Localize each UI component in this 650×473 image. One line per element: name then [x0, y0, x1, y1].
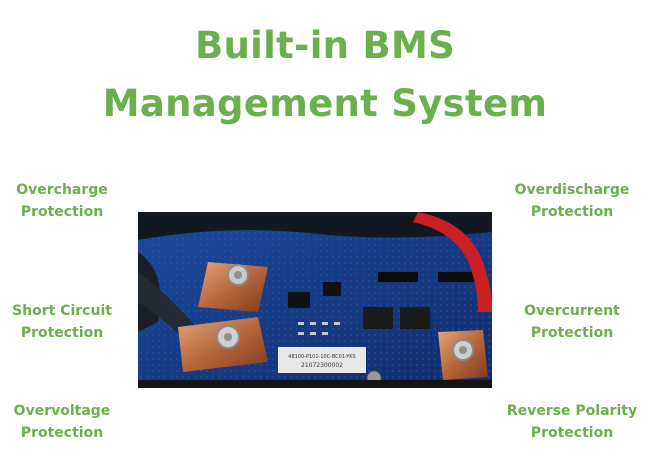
feature-overcurrent-name: Overcurrent — [524, 303, 620, 319]
title-line-2: Management System — [102, 82, 548, 125]
board-label-line-1: 48100-P101-10C-BC01-YKS — [288, 354, 355, 360]
feature-reverse-polarity-name: Reverse Polarity — [506, 403, 638, 419]
feature-overvoltage: Overvoltage Protection — [0, 400, 147, 444]
feature-overdischarge-name: Overdischarge — [514, 182, 630, 198]
feature-short-circuit-suffix: Protection — [20, 325, 104, 341]
feature-overcurrent: Overcurrent Protection — [487, 300, 650, 344]
feature-short-circuit-name: Short Circuit — [12, 303, 112, 319]
title-line-1: Built-in BMS — [194, 24, 456, 67]
feature-reverse-polarity: Reverse Polarity Protection — [487, 400, 650, 444]
board-label-line-2: 21072300002 — [301, 362, 343, 369]
feature-overdischarge: Overdischarge Protection — [487, 179, 650, 223]
feature-short-circuit: Short Circuit Protection — [0, 300, 147, 344]
bms-board-photo: 48100-P101-10C-BC01-YKS 21072300002 — [138, 212, 492, 388]
feature-overcharge: Overcharge Protection — [0, 179, 147, 223]
feature-overcharge-name: Overcharge — [16, 182, 108, 198]
feature-overdischarge-suffix: Protection — [530, 204, 614, 220]
feature-overcharge-suffix: Protection — [20, 204, 104, 220]
feature-overcurrent-suffix: Protection — [530, 325, 614, 341]
feature-reverse-polarity-suffix: Protection — [530, 425, 614, 441]
feature-overvoltage-name: Overvoltage — [13, 403, 111, 419]
feature-overvoltage-suffix: Protection — [20, 425, 104, 441]
